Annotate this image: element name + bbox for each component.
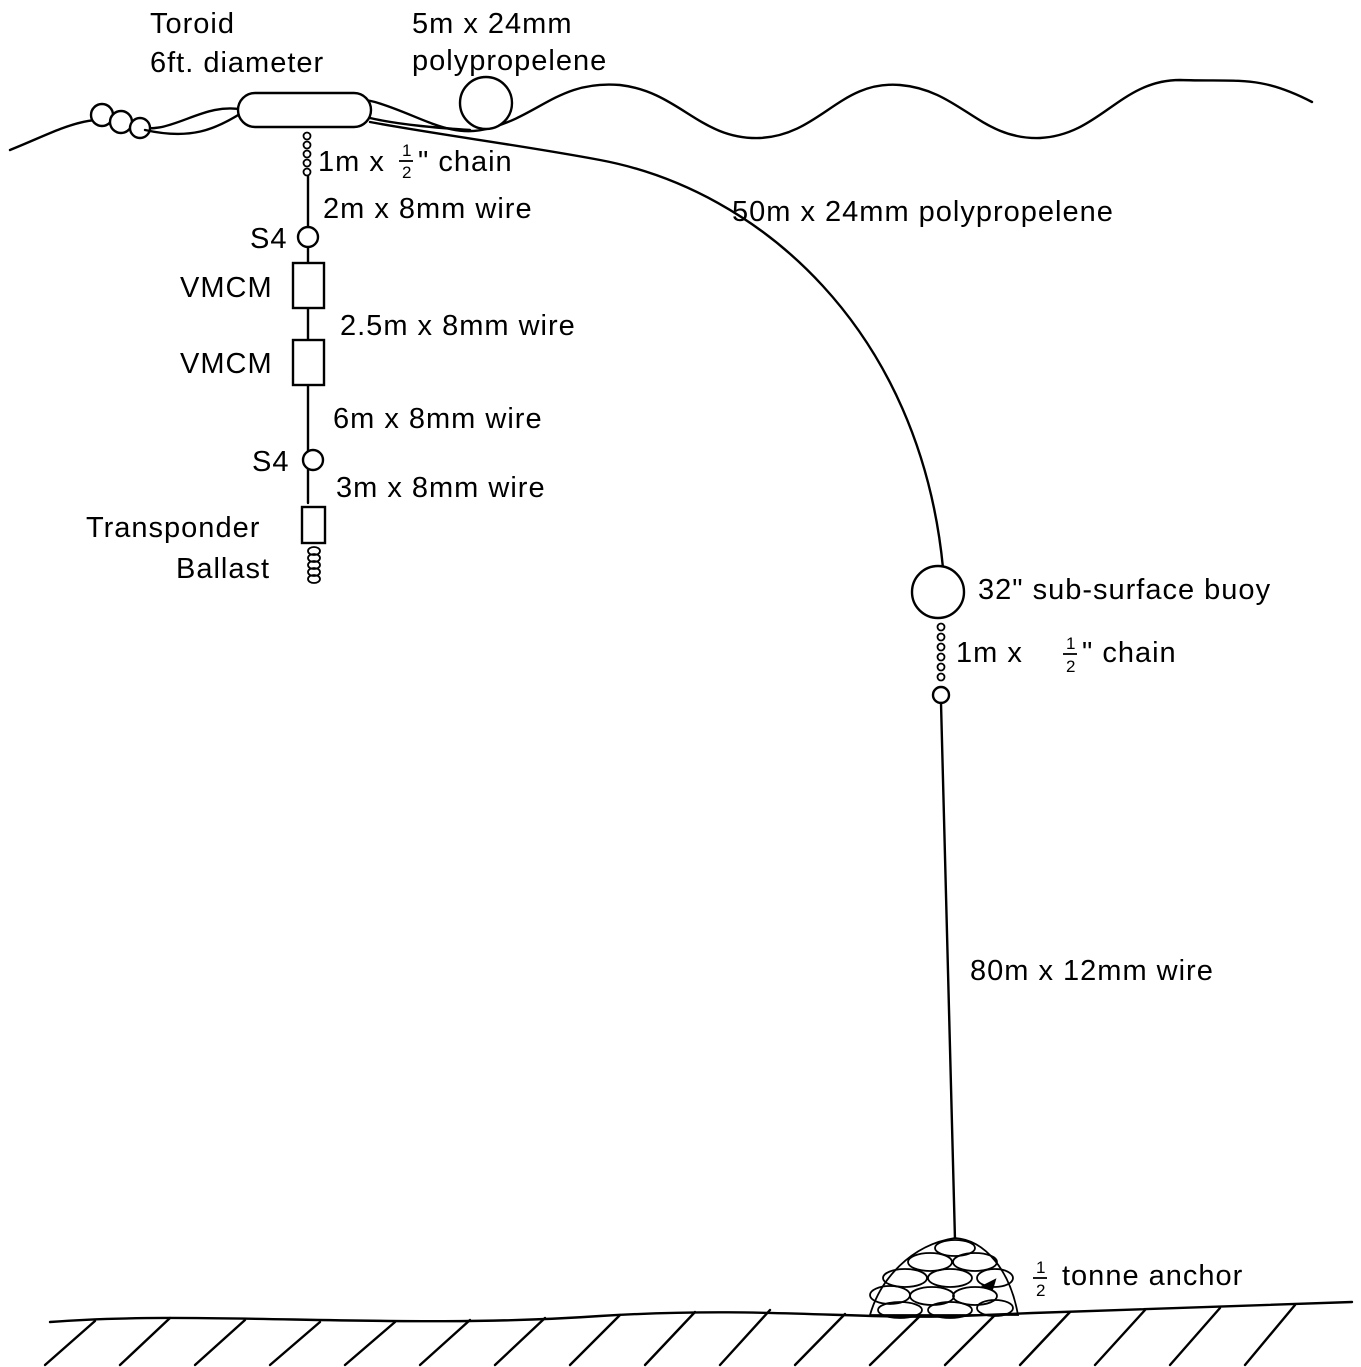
ballast-label: Ballast xyxy=(176,553,270,585)
buoy-chain-frac-num: 1 xyxy=(1066,634,1075,653)
top-chain-suffix: " chain xyxy=(418,146,513,178)
float-tether xyxy=(143,110,245,136)
anchor-label: tonne anchor xyxy=(1062,1260,1243,1292)
buoy-chain xyxy=(936,622,946,682)
buoy-chain-frac-den: 2 xyxy=(1066,657,1075,676)
polypropelene-arc xyxy=(368,120,945,570)
vmcm-lower-label: VMCM xyxy=(180,348,273,380)
anchor-pile xyxy=(868,1237,1020,1319)
surface-float xyxy=(458,75,514,131)
subsurface-buoy-label: 32" sub-surface buoy xyxy=(978,574,1271,606)
vmcm-upper xyxy=(291,261,326,310)
wire-80m-label: 80m x 12mm wire xyxy=(970,955,1214,987)
vmcm-upper-label: VMCM xyxy=(180,272,273,304)
anchor-wire xyxy=(939,701,957,1242)
toroid xyxy=(236,91,373,129)
transponder-label: Transponder xyxy=(86,512,260,544)
subsurface-buoy xyxy=(910,564,966,620)
transponder-box xyxy=(300,505,327,545)
anchor-frac-den: 2 xyxy=(1036,1281,1045,1300)
float-size-label: 5m x 24mm xyxy=(412,8,572,40)
s4-lower xyxy=(301,448,325,472)
s4-lower-label: S4 xyxy=(252,446,289,478)
top-chain xyxy=(302,131,312,177)
wire-6m-label: 6m x 8mm wire xyxy=(333,403,543,435)
toroid-label: Toroid xyxy=(150,8,235,40)
vmcm-lower xyxy=(291,338,326,387)
s4-upper-label: S4 xyxy=(250,223,287,255)
wire-2-5m-label: 2.5m x 8mm wire xyxy=(340,310,576,342)
wire-2m-label: 2m x 8mm wire xyxy=(323,193,533,225)
sea-floor-hatching xyxy=(43,1303,1297,1367)
float-line xyxy=(368,116,472,132)
small-floats xyxy=(89,102,152,140)
float-material-label: polypropelene xyxy=(412,45,607,77)
anchor-frac-num: 1 xyxy=(1036,1258,1045,1277)
swivel xyxy=(931,685,951,705)
top-chain-label: 1m x xyxy=(318,146,385,178)
ballast-chain xyxy=(307,546,321,584)
top-chain-frac-den: 2 xyxy=(402,163,411,182)
buoy-chain-suffix: " chain xyxy=(1082,637,1177,669)
buoy-chain-label: 1m x xyxy=(956,637,1023,669)
s4-upper xyxy=(296,225,320,249)
toroid-diameter-label: 6ft. diameter xyxy=(150,47,324,79)
sea-surface xyxy=(8,78,1314,152)
top-chain-frac-num: 1 xyxy=(402,141,411,160)
polypropelene-50m-label: 50m x 24mm polypropelene xyxy=(732,196,1114,228)
wire-3m-label: 3m x 8mm wire xyxy=(336,472,546,504)
